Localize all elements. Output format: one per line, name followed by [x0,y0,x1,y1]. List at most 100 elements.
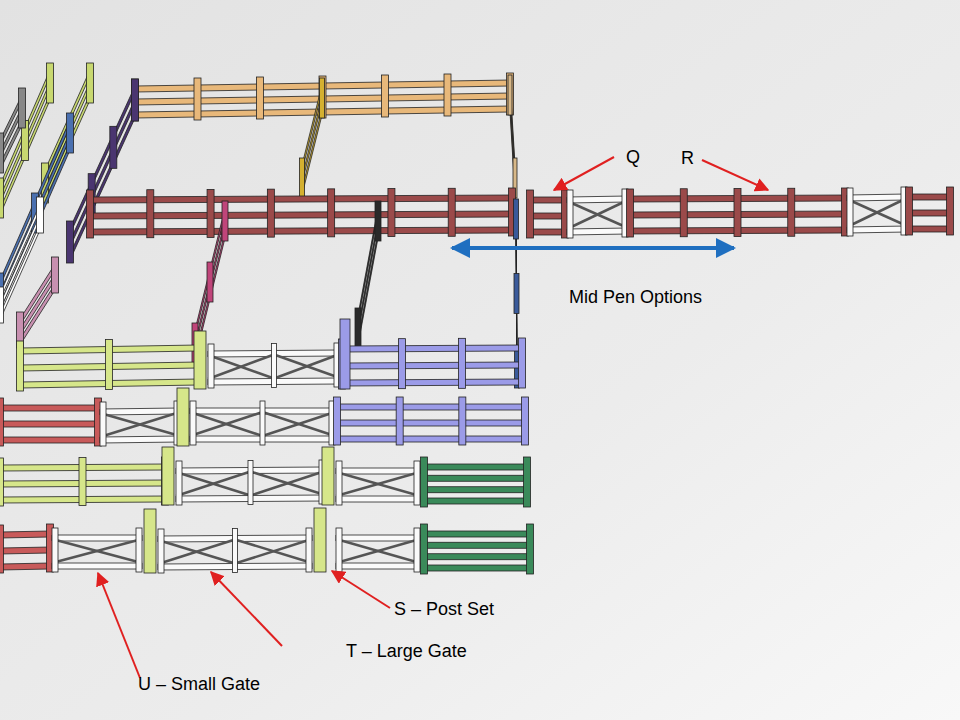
fence-post [233,529,238,573]
fence-rail [0,531,50,538]
fence-post [52,257,59,293]
fence-rail [337,436,525,442]
fence-rail [336,496,420,502]
fence-rail [45,70,90,176]
fence-post [567,190,573,238]
fence-rail [342,362,522,369]
fence-rail [909,226,950,232]
fence-post [459,338,466,388]
gate-brace [274,355,340,379]
fence-rail [302,97,322,183]
fence-rail [424,554,530,560]
fence-rail [0,421,98,427]
fence-rail [0,224,40,320]
fence-post [17,341,24,391]
option-label: R [681,148,694,168]
fence-rail [530,213,565,219]
fence-post [267,189,274,237]
fence-post [272,344,277,388]
fence-rail [195,208,225,336]
fence-post [328,189,335,237]
fence-post [0,287,4,323]
fence-post [508,75,512,115]
fence-rail [336,563,420,569]
fence-post [87,63,94,103]
gate-brace [251,471,326,496]
fence-post [67,113,74,153]
fence-post [207,189,214,237]
fence-post [375,201,381,241]
fence-rail [424,487,527,493]
gate-brace [274,354,340,379]
gate-brace [567,200,628,229]
fence-post [334,397,341,445]
part-label: U – Small Gate [138,674,260,694]
leader-lines [98,157,768,678]
gate-brace [567,201,628,228]
fence-post [414,528,420,572]
fence-rail [567,196,628,203]
fence-post [421,524,428,574]
fence-post [248,461,253,505]
fence-post [847,188,853,236]
fence-post [0,525,4,573]
fence-post [396,397,403,445]
gate-brace [336,539,420,563]
fence-post [382,75,389,117]
gate-brace [847,198,907,227]
fence-rail [424,531,530,537]
fence-post [448,188,455,236]
gate-brace [208,355,274,380]
span-arrow [452,246,734,250]
fence-post [136,528,142,572]
part-label: S – Post Set [394,599,494,619]
fence-rail [20,284,55,345]
gate-brace [158,540,235,565]
gate-brace [336,539,420,563]
fence-post [67,221,74,263]
fence-rail [70,99,135,247]
fence-post [100,402,106,446]
fence-post [0,133,4,173]
fence-rail [0,547,50,554]
gate-brace [176,472,251,497]
fence-rail [100,436,180,443]
leader-arrow [702,160,768,190]
fence-post [190,401,196,445]
gate-brace [208,355,274,379]
fence-rail [0,437,98,443]
fence-rail [336,468,420,474]
fence-post [207,262,213,302]
span-label: Mid Pen Options [569,287,702,307]
fence-post [524,457,531,507]
fence-post [144,509,156,573]
fence-post [906,187,913,235]
fence-rail [336,535,420,541]
option-label: Q [626,147,640,167]
gate-brace [158,540,235,564]
fence-rail [909,194,950,200]
fence-post [319,76,326,118]
fence-post [260,401,265,445]
fence-post [314,508,326,572]
fence-rail [342,379,522,386]
fence-rail [52,563,142,569]
gate-brace [100,413,180,436]
fence-post [110,126,117,168]
fence-post [194,78,201,120]
fence-post [132,79,139,121]
fence-rail [424,475,527,481]
gate-brace [251,472,326,496]
fence-rail [70,86,135,234]
fence-post [522,397,529,445]
fence-rail [20,274,55,335]
fence-post [527,524,534,574]
fence-layout [0,63,954,574]
fence-post [734,189,741,237]
fence-rail [302,109,322,195]
fence-rail [424,565,530,571]
fence-rail [424,542,530,548]
fence-post [527,190,534,238]
fence-post [0,458,4,506]
